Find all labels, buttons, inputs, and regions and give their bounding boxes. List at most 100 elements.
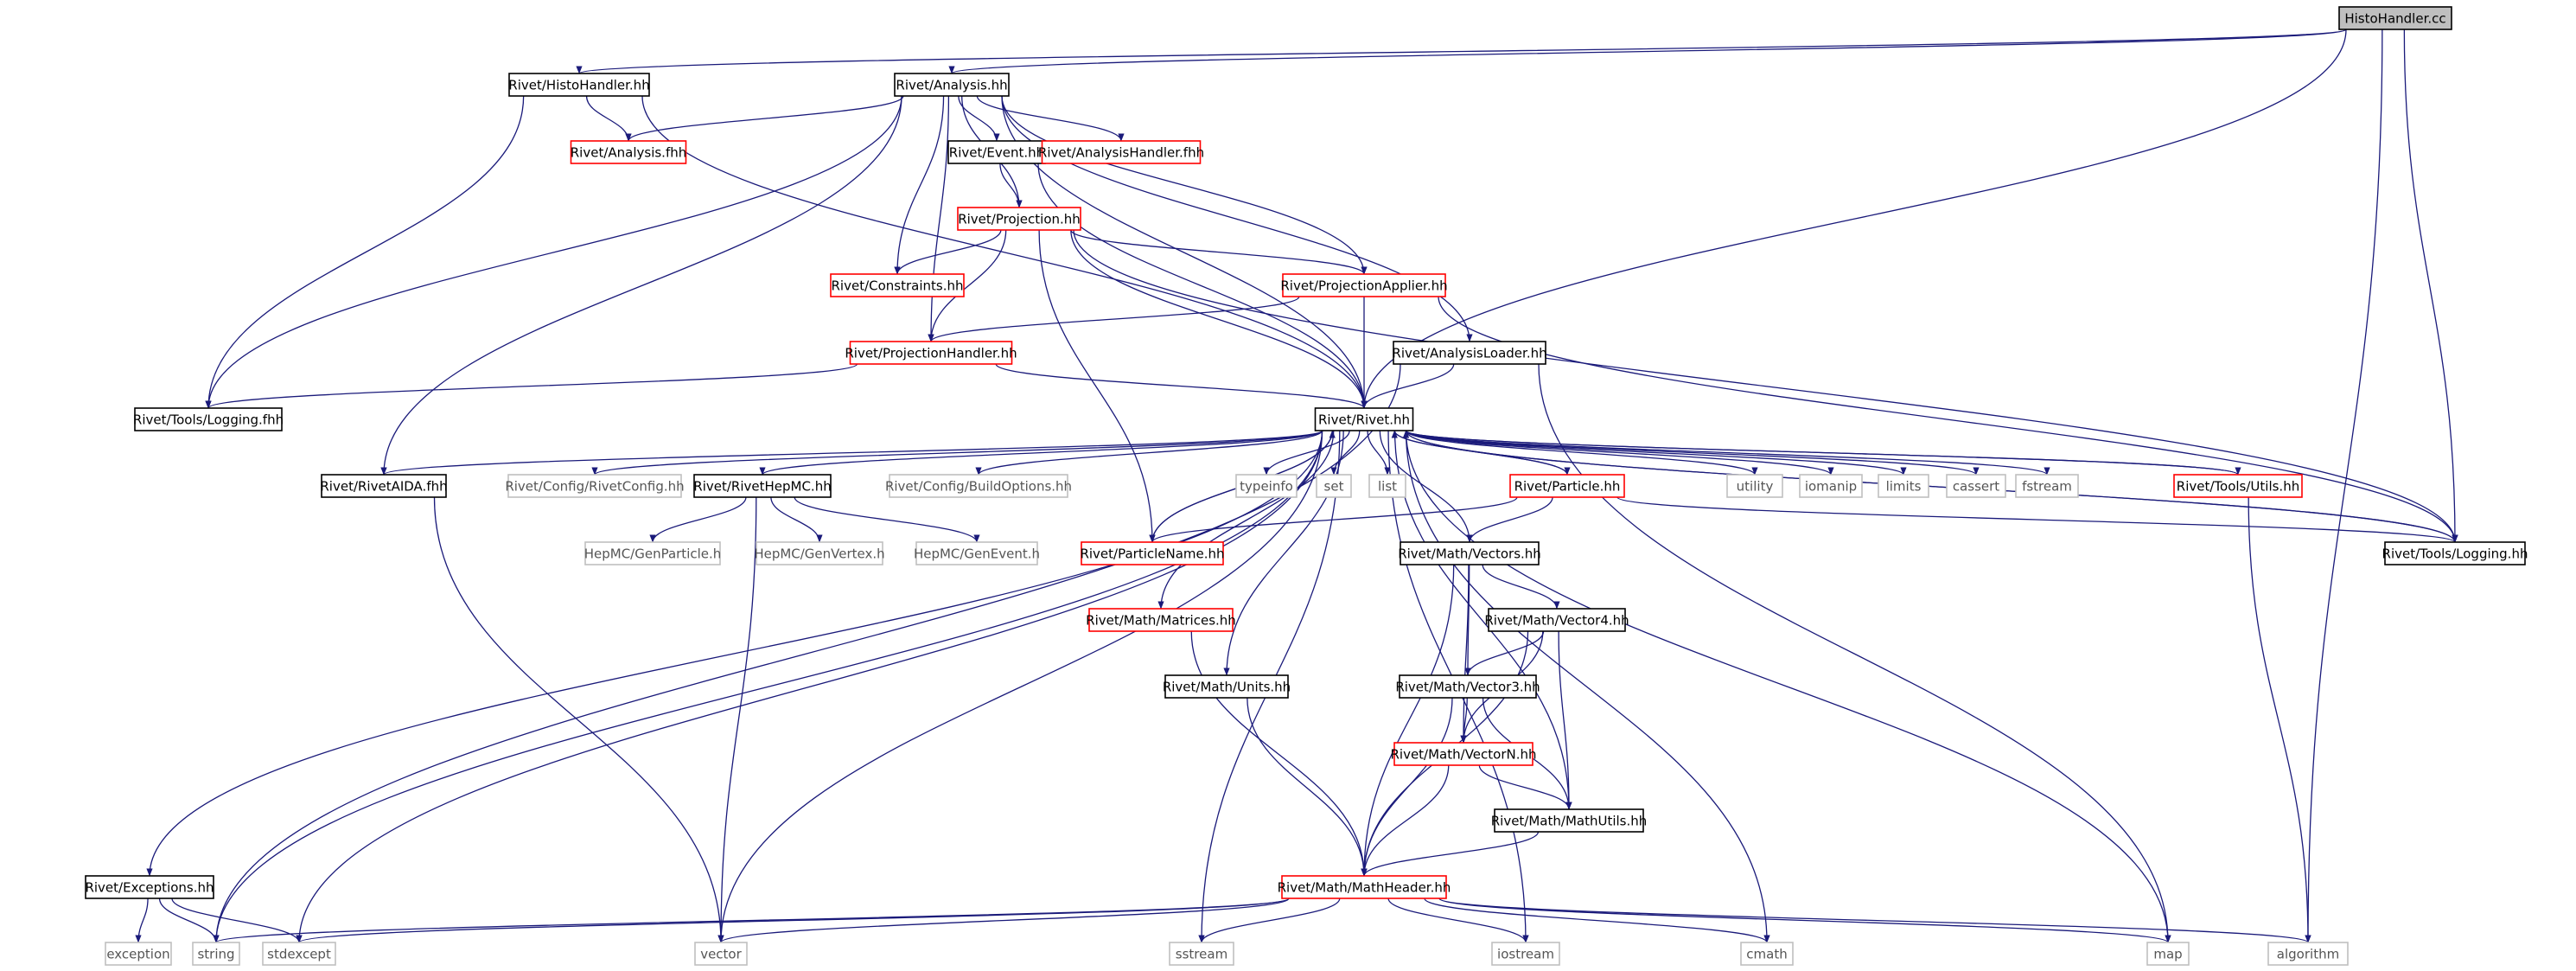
node-algorithm[interactable]: algorithm: [2267, 942, 2349, 966]
node-units-hh[interactable]: Rivet/Math/Units.hh: [1163, 674, 1291, 699]
edge-rivetaida_fhh-to-vector: [433, 496, 724, 943]
node-rivetaida-fhh[interactable]: Rivet/RivetAIDA.fhh: [320, 474, 448, 498]
node-exception[interactable]: exception: [105, 942, 172, 966]
edge-rivet_hh-to-iomanip: [1405, 430, 1834, 476]
node-map[interactable]: map: [2146, 942, 2190, 966]
edge-root-to-histohandler_hh: [577, 29, 2347, 74]
edge-projectionhandler_hh-to-rivet_hh: [995, 363, 1368, 409]
edge-exceptions_hh-to-exception: [135, 898, 149, 943]
node-label: Rivet/Analysis.fhh: [571, 145, 687, 161]
node-projectionapplier-hh[interactable]: Rivet/ProjectionApplier.hh: [1280, 273, 1448, 297]
edge-analysis_hh-to-projectionhandler_hh: [928, 95, 950, 342]
node-analysis-hh[interactable]: Rivet/Analysis.hh: [894, 73, 1010, 97]
node-logging-fhh[interactable]: Rivet/Tools/Logging.fhh: [133, 407, 284, 431]
node-label: Rivet/ProjectionHandler.hh: [845, 346, 1017, 361]
node-box: [1400, 541, 1540, 565]
node-box: [134, 407, 283, 431]
node-projection-hh[interactable]: Rivet/Projection.hh: [957, 207, 1081, 231]
node-vector3-hh[interactable]: Rivet/Math/Vector3.hh: [1395, 674, 1540, 699]
edge-rivet_hh-to-vectors_hh: [1379, 430, 1473, 543]
edge-analysis_hh-to-analysisloader_hh: [1001, 95, 1473, 342]
node-typeinfo[interactable]: typeinfo: [1235, 474, 1298, 498]
node-genparticle-h[interactable]: HepMC/GenParticle.h: [584, 541, 722, 565]
node-vector[interactable]: vector: [694, 942, 748, 966]
node-box: [2146, 942, 2190, 966]
edge-mathheader_hh-to-sstream: [1198, 898, 1341, 943]
node-cassert[interactable]: cassert: [1946, 474, 2006, 498]
node-mathheader-hh[interactable]: Rivet/Math/MathHeader.hh: [1278, 875, 1451, 899]
edge-rivet_hh-to-cassert: [1405, 430, 1980, 476]
node-matrices-hh[interactable]: Rivet/Math/Matrices.hh: [1086, 608, 1236, 632]
node-rivet-hh[interactable]: Rivet/Rivet.hh: [1314, 407, 1414, 431]
node-vector4-hh[interactable]: Rivet/Math/Vector4.hh: [1484, 608, 1629, 632]
node-analysishandler-fhh[interactable]: Rivet/AnalysisHandler.fhh: [1038, 140, 1204, 164]
node-stdexcept[interactable]: stdexcept: [262, 942, 336, 966]
edge-projectionapplier_hh-to-projectionhandler_hh: [928, 296, 1300, 342]
node-set[interactable]: set: [1316, 474, 1352, 498]
node-label: Rivet/Math/Vector4.hh: [1484, 613, 1629, 629]
node-label: Rivet/Particle.hh: [1514, 479, 1621, 495]
node-box: [894, 73, 1010, 97]
edge-analysis_hh-to-constraints_hh: [894, 95, 945, 275]
node-box: [1393, 742, 1533, 766]
node-particlename-hh[interactable]: Rivet/ParticleName.hh: [1080, 541, 1225, 565]
node-genevent-h[interactable]: HepMC/GenEvent.h: [914, 541, 1040, 565]
node-utility[interactable]: utility: [1726, 474, 1783, 498]
node-sstream[interactable]: sstream: [1169, 942, 1234, 966]
node-label: Rivet/Math/Vectors.hh: [1398, 546, 1541, 562]
node-label: typeinfo: [1240, 479, 1293, 495]
edge-rivethepmc_hh-to-vector: [717, 496, 757, 943]
node-limits[interactable]: limits: [1878, 474, 1929, 498]
node-event-hh[interactable]: Rivet/Event.hh: [947, 140, 1046, 164]
node-rivetconfig-hh[interactable]: Rivet/Config/RivetConfig.hh: [505, 474, 685, 498]
node-label: Rivet/Math/Matrices.hh: [1086, 613, 1236, 629]
node-particle-hh[interactable]: Rivet/Particle.hh: [1509, 474, 1625, 498]
node-constraints-hh[interactable]: Rivet/Constraints.hh: [830, 273, 965, 297]
node-label: Rivet/Math/Vector3.hh: [1395, 680, 1540, 695]
edge-rivet_hh-to-rivetaida_fhh: [380, 430, 1323, 476]
node-box: [756, 541, 883, 565]
node-analysis-fhh[interactable]: Rivet/Analysis.fhh: [570, 140, 687, 164]
node-root[interactable]: HistoHandler.cc: [2338, 6, 2452, 30]
node-list[interactable]: list: [1368, 474, 1406, 498]
node-projectionhandler-hh[interactable]: Rivet/ProjectionHandler.hh: [845, 341, 1017, 365]
node-label: Rivet/Math/MathHeader.hh: [1278, 880, 1451, 896]
node-box: [1488, 608, 1626, 632]
node-label: iomanip: [1805, 479, 1857, 495]
node-box: [1235, 474, 1298, 498]
node-iostream[interactable]: iostream: [1491, 942, 1560, 966]
node-box: [85, 875, 214, 899]
node-label: Rivet/ParticleName.hh: [1080, 546, 1224, 562]
node-iomanip[interactable]: iomanip: [1799, 474, 1863, 498]
edge-analysis_hh-to-analysishandler_fhh: [976, 95, 1125, 142]
node-fstream[interactable]: fstream: [2015, 474, 2079, 498]
node-label: Rivet/Exceptions.hh: [85, 880, 214, 896]
node-vectors-hh[interactable]: Rivet/Math/Vectors.hh: [1398, 541, 1541, 565]
edge-utils_hh-to-rivet_hh: [1403, 430, 2239, 476]
node-logging-hh[interactable]: Rivet/Tools/Logging.hh: [2382, 541, 2528, 565]
edge-projection_hh-to-rivet_hh: [1070, 229, 1368, 409]
node-label: HistoHandler.cc: [2344, 11, 2445, 27]
edge-analysisloader_hh-to-string: [213, 363, 1401, 943]
node-label: Rivet/HistoHandler.hh: [508, 78, 649, 93]
edge-mathheader_hh-to-stdexcept: [296, 898, 1290, 943]
edge-rivet_hh-to-units_hh: [1223, 430, 1344, 676]
node-histohandler-hh[interactable]: Rivet/HistoHandler.hh: [508, 73, 650, 97]
node-box: [1169, 942, 1234, 966]
node-buildoptions-hh[interactable]: Rivet/Config/BuildOptions.hh: [885, 474, 1072, 498]
node-mathutils-hh[interactable]: Rivet/Math/MathUtils.hh: [1491, 808, 1648, 833]
node-box: [1316, 474, 1352, 498]
node-rivethepmc-hh[interactable]: Rivet/RivetHepMC.hh: [693, 474, 832, 498]
node-genvertex-h[interactable]: HepMC/GenVertex.h: [754, 541, 885, 565]
node-utils-hh[interactable]: Rivet/Tools/Utils.hh: [2173, 474, 2303, 498]
node-box: [1740, 942, 1794, 966]
edge-vectors_hh-to-vector4_hh: [1482, 564, 1560, 610]
node-string[interactable]: string: [192, 942, 240, 966]
node-vectorn-hh[interactable]: Rivet/Math/VectorN.hh: [1390, 742, 1537, 766]
node-exceptions-hh[interactable]: Rivet/Exceptions.hh: [85, 875, 214, 899]
node-analysisloader-hh[interactable]: Rivet/AnalysisLoader.hh: [1392, 341, 1547, 365]
edge-projection_hh-to-constraints_hh: [894, 229, 1002, 275]
node-cmath[interactable]: cmath: [1740, 942, 1794, 966]
node-label: Rivet/RivetHepMC.hh: [693, 479, 831, 495]
edge-vector3_hh-to-mathheader_hh: [1361, 697, 1453, 877]
